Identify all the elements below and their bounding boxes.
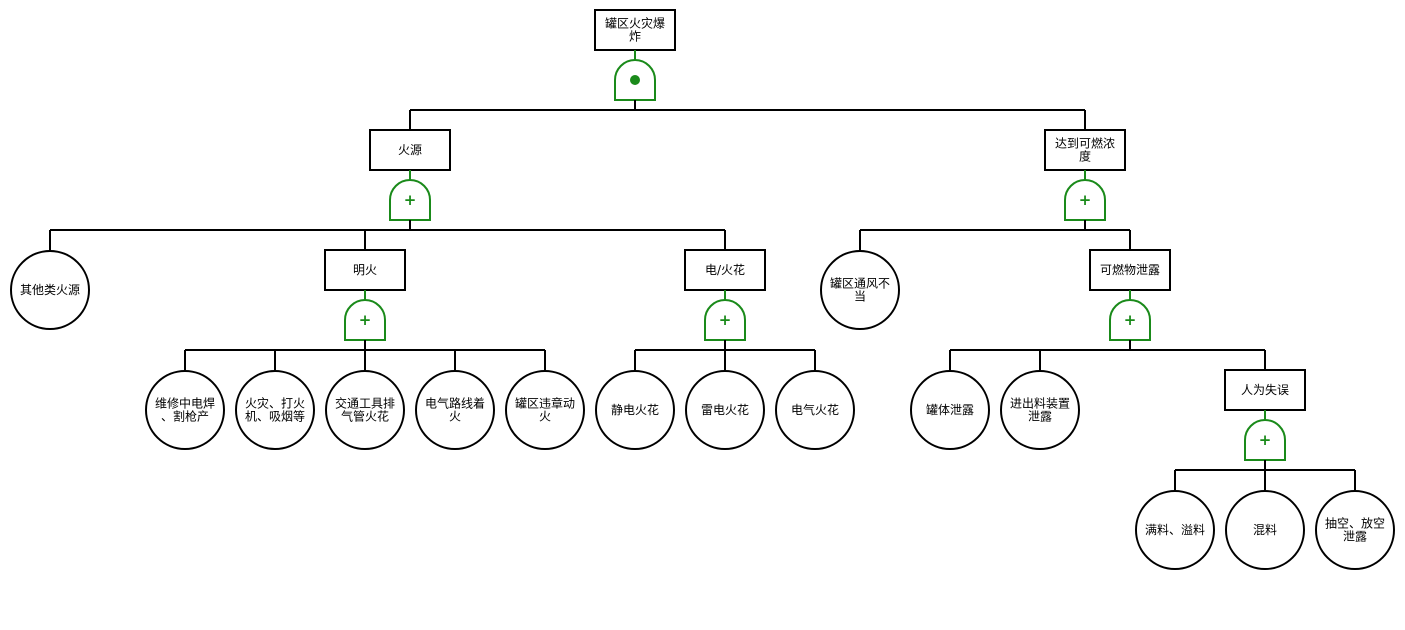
tank-leak-event-circle[interactable]: [910, 370, 990, 450]
wire-fire-event-label-line-2: 火: [449, 410, 461, 424]
lightning-spark-event-circle[interactable]: [685, 370, 765, 450]
concentration-event-label-line-2: 度: [1079, 149, 1091, 164]
or-gate-icon: [1244, 419, 1286, 461]
other-ignition-event-label: 其他类火源: [20, 283, 80, 297]
loading-leak-event-label-line-2: 泄露: [1028, 410, 1052, 424]
loading-leak-event-label-line-1: 进出料装置: [1010, 397, 1070, 411]
vehicle-exhaust-event-circle[interactable]: [325, 370, 405, 450]
tank-leak-event-label: 罐体泄露: [926, 403, 974, 417]
top-event-label-line-1: 罐区火灾爆: [605, 16, 665, 31]
or-gate-plus-icon: +: [1079, 191, 1092, 209]
vehicle-exhaust-event-label-line-1: 交通工具排: [335, 396, 395, 411]
lighter-smoking-event-label-line-2: 机、吸烟等: [245, 410, 305, 424]
concentration-event-box[interactable]: [1044, 129, 1126, 171]
static-spark-event-circle[interactable]: [595, 370, 675, 450]
or-gate-plus-icon: +: [404, 191, 417, 209]
electrical-spark-event-circle[interactable]: [775, 370, 855, 450]
illegal-fire-event-label-line-1: 罐区违章动: [515, 396, 575, 411]
poor-ventilation-event-circle[interactable]: [820, 250, 900, 330]
loading-leak-event-circle[interactable]: [1000, 370, 1080, 450]
welding-event-circle[interactable]: [145, 370, 225, 450]
top-event-label-line-2: 炸: [629, 30, 641, 44]
lightning-spark-event-label: 雷电火花: [701, 402, 749, 417]
human-error-event-label: 人为失误: [1241, 382, 1289, 397]
wire-fire-event-circle[interactable]: [415, 370, 495, 450]
wire-fire-event-label-line-1: 电气路线着: [425, 396, 485, 411]
other-ignition-event-circle[interactable]: [10, 250, 90, 330]
vehicle-exhaust-event-label-line-2: 气管火花: [341, 409, 389, 424]
overflow-event-label: 满料、溢料: [1145, 523, 1205, 537]
illegal-fire-event-circle[interactable]: [505, 370, 585, 450]
welding-event-label-line-2: 、割枪产: [161, 409, 209, 424]
mixing-event-label: 混料: [1253, 523, 1277, 537]
or-gate-icon: [1064, 179, 1106, 221]
or-gate-icon: [389, 179, 431, 221]
empty-vent-event-label-line-1: 抽空、放空: [1325, 516, 1385, 531]
welding-event-label-line-1: 维修中电焊: [155, 396, 215, 411]
poor-ventilation-event-label-line-2: 当: [854, 290, 866, 304]
open-flame-event-label: 明火: [353, 263, 377, 277]
lighter-smoking-event-circle[interactable]: [235, 370, 315, 450]
or-gate-icon: [704, 299, 746, 341]
or-gate-icon: [344, 299, 386, 341]
ignition-event-box[interactable]: [369, 129, 451, 171]
electrical-spark-event-label: 电气火花: [791, 402, 839, 417]
and-gate-dot-icon: [630, 75, 640, 85]
or-gate-plus-icon: +: [1259, 431, 1272, 449]
or-gate-plus-icon: +: [1124, 311, 1137, 329]
flammable-leak-event-label: 可燃物泄露: [1100, 262, 1160, 277]
or-gate-plus-icon: +: [719, 311, 732, 329]
open-flame-event-box[interactable]: [324, 249, 406, 291]
concentration-event-label-line-1: 达到可燃浓: [1055, 136, 1115, 151]
electric-spark-event-box[interactable]: [684, 249, 766, 291]
empty-vent-event-circle[interactable]: [1315, 490, 1395, 570]
ignition-event-label: 火源: [398, 143, 422, 157]
top-event-box[interactable]: [594, 9, 676, 51]
electric-spark-event-label: 电/火花: [705, 262, 745, 277]
empty-vent-event-label-line-2: 泄露: [1343, 530, 1367, 544]
flammable-leak-event-box[interactable]: [1089, 249, 1171, 291]
mixing-event-circle[interactable]: [1225, 490, 1305, 570]
static-spark-event-label: 静电火花: [611, 402, 659, 417]
poor-ventilation-event-label-line-1: 罐区通风不: [830, 277, 890, 291]
human-error-event-box[interactable]: [1224, 369, 1306, 411]
or-gate-plus-icon: +: [359, 311, 372, 329]
or-gate-icon: [1109, 299, 1151, 341]
overflow-event-circle[interactable]: [1135, 490, 1215, 570]
lighter-smoking-event-label-line-1: 火灾、打火: [245, 396, 305, 411]
illegal-fire-event-label-line-2: 火: [539, 410, 551, 424]
